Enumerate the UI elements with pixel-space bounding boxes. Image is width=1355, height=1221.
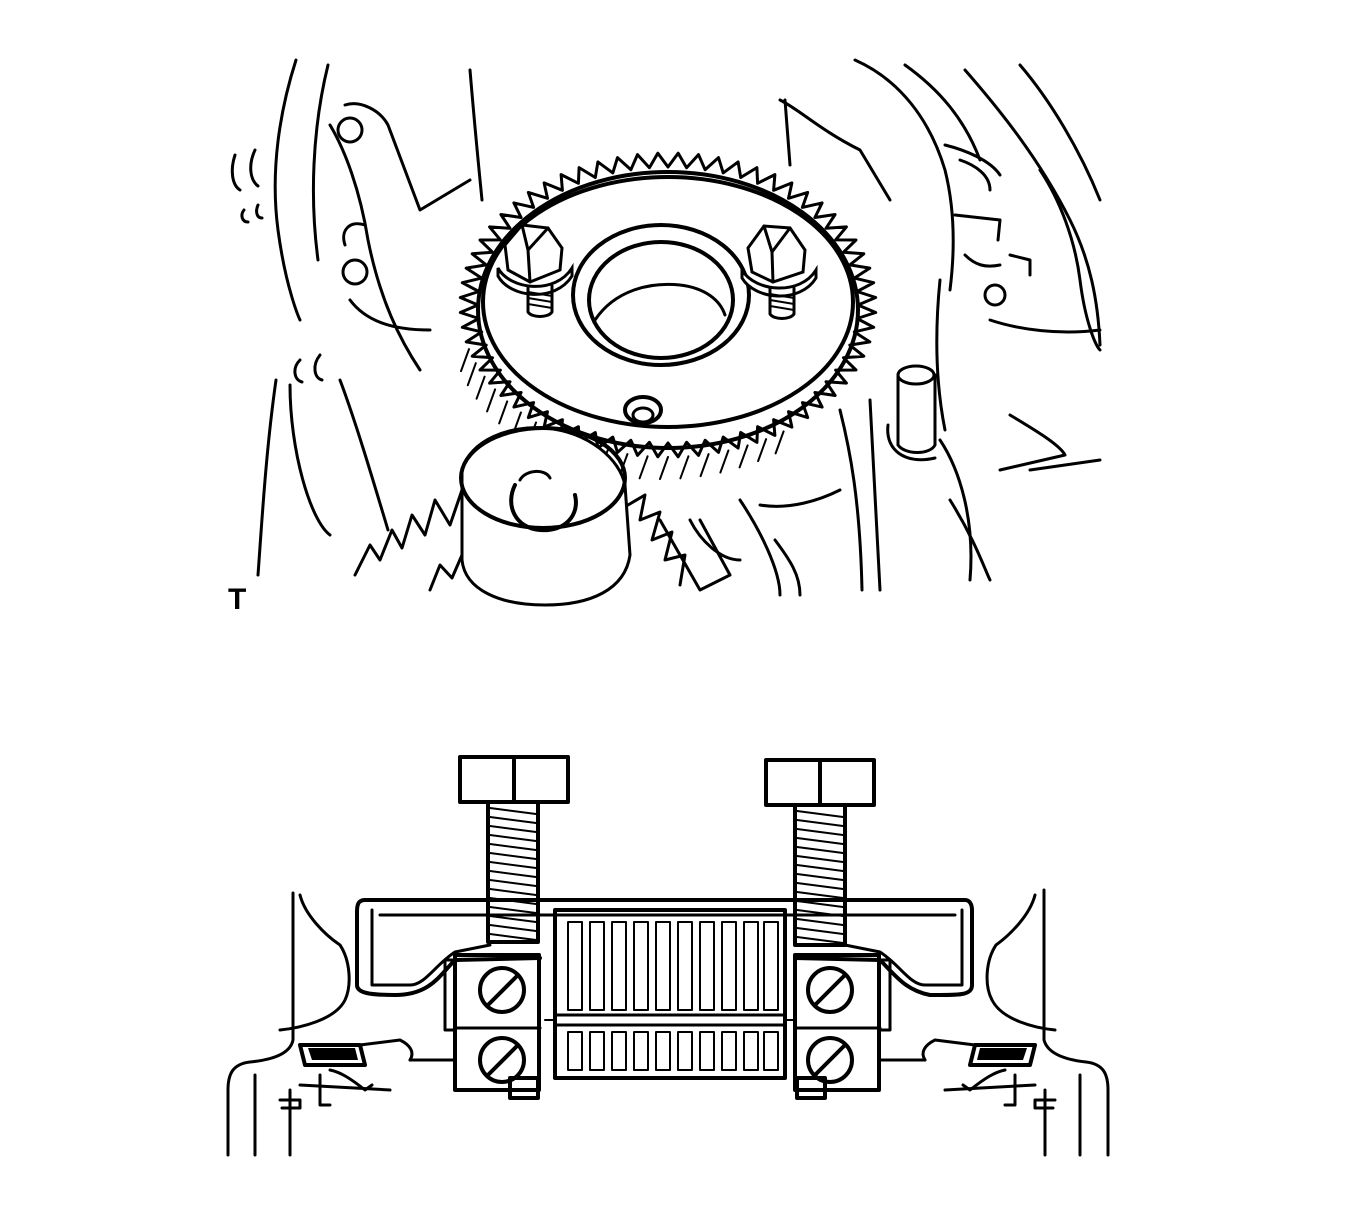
oil-hole-inner bbox=[631, 406, 655, 424]
crankshaft-gear-teeth bbox=[353, 488, 687, 592]
needle-roller-bearing bbox=[544, 908, 796, 1080]
bearing-rollers bbox=[567, 921, 779, 1071]
bearing-roller-lower bbox=[611, 1031, 627, 1071]
bearing-roller-lower bbox=[699, 1031, 715, 1071]
bolt-right-thread bbox=[796, 810, 844, 944]
bearing-roller-upper bbox=[743, 921, 759, 1011]
crankshaft-gear-key-slot bbox=[509, 483, 578, 533]
view-tag-label: T bbox=[228, 583, 247, 616]
timing-chain-lower bbox=[658, 488, 842, 597]
oil-seal-right bbox=[878, 1038, 1057, 1110]
bolt-right bbox=[740, 224, 818, 320]
crankshaft-gear-face bbox=[459, 426, 627, 530]
idler-gear bbox=[458, 151, 878, 480]
idler-gear-bore-shadow bbox=[593, 282, 727, 322]
bearing-roller-lower bbox=[655, 1031, 671, 1071]
housing-outline-left bbox=[230, 58, 484, 577]
bearing-roller-lower bbox=[589, 1031, 605, 1071]
bearing-roller-lower bbox=[567, 1031, 583, 1071]
housing-outline-right bbox=[778, 58, 1102, 582]
bolt-left-thread bbox=[489, 807, 537, 941]
bearing-roller-upper bbox=[567, 921, 583, 1011]
bearing-roller-upper bbox=[721, 921, 737, 1011]
crankshaft-gear-tooth-profile-right bbox=[626, 493, 687, 587]
bearing-roller-upper bbox=[763, 921, 779, 1011]
lower-view-cross-section bbox=[226, 755, 1110, 1157]
bearing-roller-upper bbox=[677, 921, 693, 1011]
oil-seal-left bbox=[278, 1038, 457, 1110]
idler-gear-outer-rim bbox=[476, 170, 860, 450]
bearing-roller-lower bbox=[763, 1031, 779, 1071]
bearing-roller-lower bbox=[743, 1031, 759, 1071]
bearing-roller-upper bbox=[699, 921, 715, 1011]
crankshaft-timing-gear bbox=[353, 426, 687, 607]
bearing-roller-upper bbox=[655, 921, 671, 1011]
bolt-left bbox=[496, 223, 574, 318]
upper-view-idler-gear-assembly bbox=[230, 58, 1102, 607]
idler-shaft-pin bbox=[838, 364, 937, 592]
bearing-roller-upper bbox=[611, 921, 627, 1011]
case-housing bbox=[226, 888, 1110, 1157]
section-bolt-right bbox=[764, 758, 892, 1100]
section-bolt-left bbox=[443, 755, 570, 1100]
crankshaft-gear-tooth-profile-left bbox=[353, 488, 464, 577]
bearing-roller-upper bbox=[589, 921, 605, 1011]
gear-body-section bbox=[355, 898, 974, 997]
bearing-roller-lower bbox=[721, 1031, 737, 1071]
bearing-roller-lower bbox=[677, 1031, 693, 1071]
thread-lines bbox=[796, 810, 844, 944]
crankshaft-gear-tooth-profile-lower bbox=[428, 553, 464, 592]
bearing-roller-upper bbox=[633, 921, 649, 1011]
idler-gear-bore-outer bbox=[571, 223, 751, 367]
oil-hole bbox=[623, 395, 663, 425]
idler-gear-bore-inner bbox=[587, 240, 735, 360]
idler-gear-tooth-profile bbox=[458, 151, 878, 459]
idler-gear-hub-face bbox=[481, 175, 855, 429]
thread-lines bbox=[489, 807, 537, 941]
bearing-roller-lower bbox=[633, 1031, 649, 1071]
